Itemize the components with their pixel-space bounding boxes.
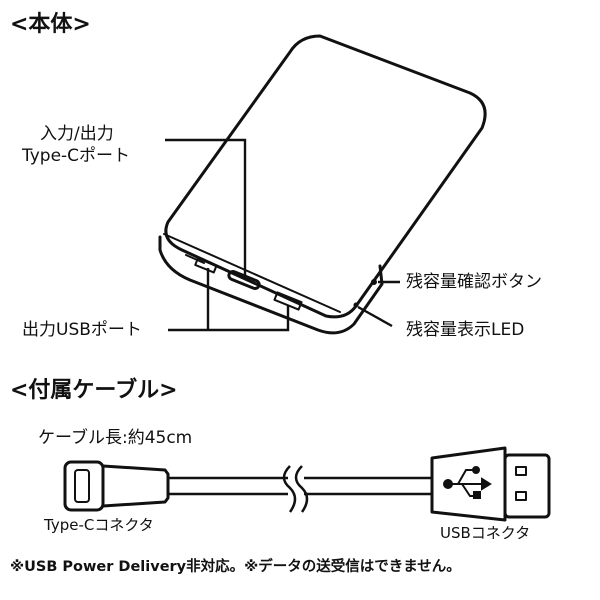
check-button-label: 残容量確認ボタン <box>406 272 542 292</box>
cable-illustration <box>63 446 551 522</box>
cable-length-label: ケーブル長:約45cm <box>38 428 193 448</box>
usb-connector <box>430 446 551 522</box>
power-bank-illustration <box>158 34 487 335</box>
type-c-port-label-line1: 入力/出力 <box>40 124 114 144</box>
footnote: ※USB Power Delivery非対応。※データの送受信はできません。 <box>10 559 461 575</box>
usb-connector-label: USBコネクタ <box>440 524 531 542</box>
usb-port-right <box>273 291 303 311</box>
led-label: 残容量表示LED <box>406 320 525 340</box>
check-button <box>371 279 377 285</box>
power-bank-front-face <box>158 235 384 335</box>
led-leader <box>357 305 393 328</box>
type-c-port <box>227 270 261 290</box>
usb-logo-icon <box>443 466 492 499</box>
cable-line-left <box>168 476 288 496</box>
type-c-leader <box>165 138 247 276</box>
accessory-section-heading: <付属ケーブル> <box>10 378 178 403</box>
type-c-port-label-line2: Type-Cポート <box>22 146 131 166</box>
body-section-heading: <本体> <box>10 12 91 37</box>
type-c-connector <box>63 460 170 512</box>
cable-line-right <box>304 476 432 496</box>
type-c-connector-label: Type-Cコネクタ <box>44 516 154 534</box>
usb-port-label: 出力USBポート <box>22 320 142 340</box>
cable-break <box>282 465 309 513</box>
power-bank-top-face <box>164 34 487 319</box>
usb-port-left <box>185 254 218 274</box>
usb-port-leader <box>168 268 290 332</box>
led-indicator <box>353 302 359 308</box>
leader-lines <box>165 138 400 332</box>
power-bank-edge <box>163 233 341 313</box>
